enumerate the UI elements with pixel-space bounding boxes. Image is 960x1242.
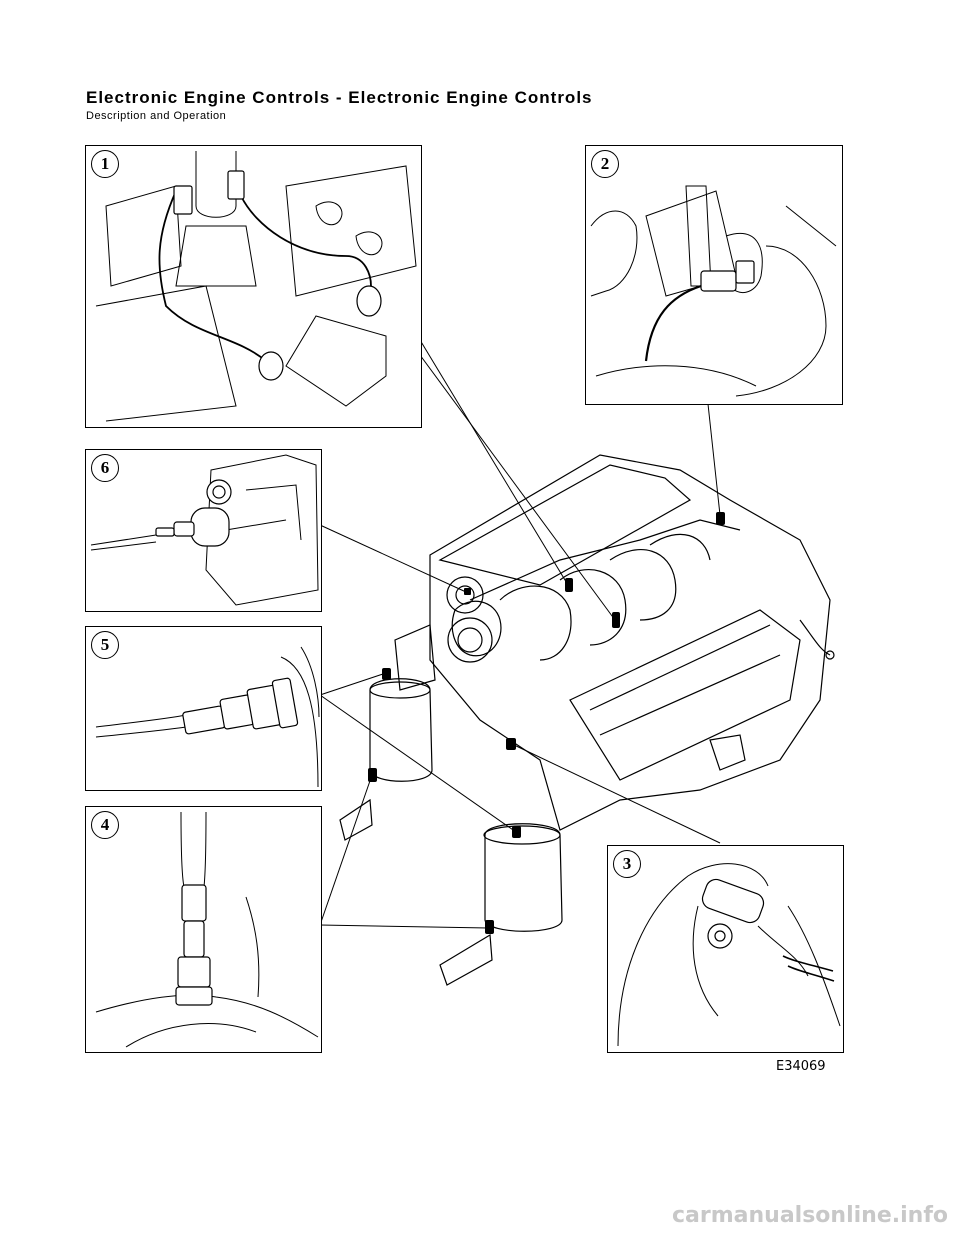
- detail-panel-3: 3: [607, 845, 844, 1053]
- detail-panel-2: 2: [585, 145, 843, 405]
- callout-6: 6: [91, 454, 119, 482]
- detail-illustration-4: [95, 811, 319, 1048]
- engine-block-outline: [429, 454, 831, 831]
- detail-illustration-2: [590, 185, 837, 397]
- callout-5: 5: [91, 631, 119, 659]
- detail-illustration-1: [95, 151, 417, 422]
- figure-code: E34069: [776, 1059, 826, 1074]
- callout-4: 4: [91, 811, 119, 839]
- detail-illustration-6: [90, 454, 319, 606]
- watermark: carmanualsonline.info: [672, 1203, 948, 1228]
- callout-3: 3: [613, 850, 641, 878]
- detail-panel-1: 1: [85, 145, 422, 428]
- detail-panel-6: 6: [85, 449, 322, 612]
- page-subtitle: Description and Operation: [86, 110, 227, 122]
- page-title: Electronic Engine Controls - Electronic …: [86, 88, 593, 107]
- detail-panel-5: 5: [85, 626, 322, 791]
- callout-1: 1: [91, 150, 119, 178]
- detail-illustration-5: [95, 646, 320, 788]
- detail-illustration-3: [617, 863, 841, 1047]
- detail-panel-4: 4: [85, 806, 322, 1053]
- callout-2: 2: [591, 150, 619, 178]
